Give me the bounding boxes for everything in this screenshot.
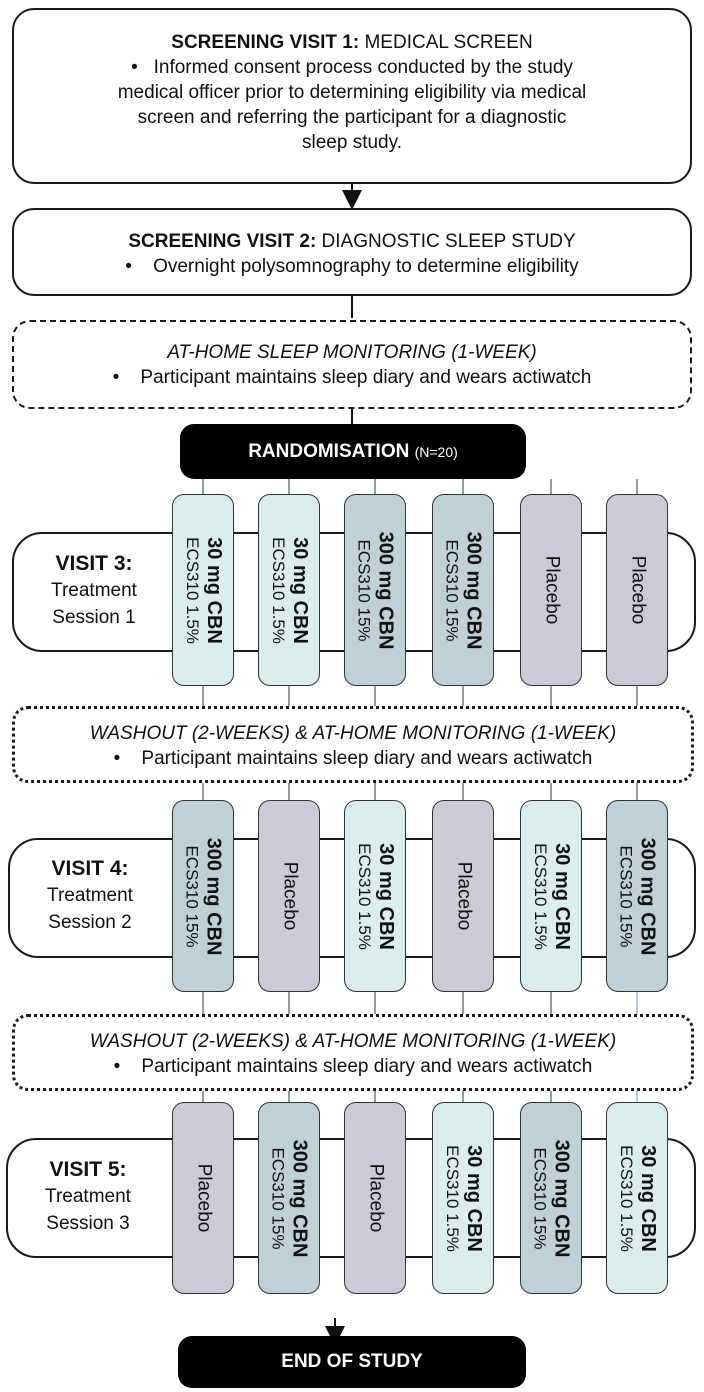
formulation-label: ECS310 1.5%: [530, 842, 550, 950]
treatment-pill-placebo: Placebo: [344, 1102, 406, 1294]
placebo-label: Placebo: [193, 1163, 215, 1233]
randomisation-n: (N=20): [414, 444, 458, 460]
treatment-pill-placebo: Placebo: [258, 800, 320, 992]
formulation-label: ECS310 1.5%: [442, 1144, 462, 1252]
treatment-pill-placebo: Placebo: [172, 1102, 234, 1294]
placebo-label: Placebo: [541, 555, 563, 625]
bullet: •: [125, 256, 132, 277]
visit-5-title: VISIT 5:: [49, 1158, 127, 1181]
bullet: •: [113, 1056, 121, 1077]
screening-visit-2-title: SCREENING VISIT 2:: [128, 231, 317, 252]
dose-label: 300 mg CBN: [374, 531, 397, 649]
screening-visit-1-line-4: sleep study.: [302, 132, 402, 153]
screening-visit-2-box: SCREENING VISIT 2: DIAGNOSTIC SLEEP STUD…: [12, 208, 692, 296]
dose-label: 30 mg CBN: [374, 842, 397, 950]
screening-visit-2-subtitle: DIAGNOSTIC SLEEP STUDY: [321, 231, 576, 252]
dose-label: 300 mg CBN: [202, 837, 225, 955]
washout-1-line: Participant maintains sleep diary and we…: [141, 748, 593, 769]
bullet: •: [131, 57, 138, 78]
at-home-monitoring-box: AT-HOME SLEEP MONITORING (1-WEEK) • Part…: [12, 320, 692, 409]
screening-visit-1-line-3: screen and referring the participant for…: [137, 107, 567, 128]
dose-label: 300 mg CBN: [288, 1139, 311, 1257]
formulation-label: ECS310 1.5%: [182, 536, 202, 644]
dose-label: 30 mg CBN: [462, 1144, 485, 1252]
dose-label: 30 mg CBN: [202, 536, 225, 644]
formulation-label: ECS310 15%: [530, 1146, 550, 1250]
placebo-label: Placebo: [365, 1163, 387, 1233]
formulation-label: ECS310 15%: [442, 538, 462, 642]
bullet: •: [112, 367, 120, 388]
formulation-label: ECS310 15%: [182, 844, 202, 948]
washout-2-line: Participant maintains sleep diary and we…: [141, 1056, 593, 1077]
formulation-label: ECS310 1.5%: [354, 842, 374, 950]
end-of-study-box: END OF STUDY: [178, 1336, 526, 1388]
screening-visit-1-box: SCREENING VISIT 1: MEDICAL SCREEN • Info…: [12, 8, 692, 184]
dose-label: 300 mg CBN: [462, 531, 485, 649]
dose-label: 300 mg CBN: [550, 1139, 573, 1257]
dose-label: 30 mg CBN: [550, 842, 573, 950]
screening-visit-1-subtitle: MEDICAL SCREEN: [364, 32, 533, 53]
visit-3-title: VISIT 3:: [55, 552, 133, 575]
end-of-study-label: END OF STUDY: [281, 1351, 423, 1372]
visit-5-line-2: Session 3: [46, 1213, 130, 1234]
visit-4-title: VISIT 4:: [51, 857, 129, 880]
washout-2-box: WASHOUT (2-WEEKS) & AT-HOME MONITORING (…: [12, 1014, 694, 1091]
visit-4-label: VISIT 4: Treatment Session 2: [20, 855, 160, 936]
formulation-label: ECS310 1.5%: [616, 1144, 636, 1252]
dose-label: 30 mg CBN: [636, 1144, 659, 1252]
formulation-label: ECS310 15%: [268, 1146, 288, 1250]
placebo-label: Placebo: [627, 555, 649, 625]
placebo-label: Placebo: [279, 861, 301, 931]
treatment-pill-placebo: Placebo: [606, 494, 668, 686]
washout-1-box: WASHOUT (2-WEEKS) & AT-HOME MONITORING (…: [12, 706, 694, 783]
pill-connectors: [202, 479, 638, 1102]
placebo-label: Placebo: [453, 861, 475, 931]
visit-5-label: VISIT 5: Treatment Session 3: [18, 1156, 158, 1237]
treatment-pill-placebo: Placebo: [520, 494, 582, 686]
formulation-label: ECS310 15%: [616, 844, 636, 948]
visit-4-line-1: Treatment: [47, 885, 133, 906]
formulation-label: ECS310 15%: [354, 538, 374, 642]
washout-1-title: WASHOUT (2-WEEKS) & AT-HOME MONITORING (…: [89, 723, 617, 744]
at-home-monitoring-line: Participant maintains sleep diary and we…: [140, 367, 592, 388]
washout-2-title: WASHOUT (2-WEEKS) & AT-HOME MONITORING (…: [89, 1031, 617, 1052]
bullet: •: [113, 748, 121, 769]
treatment-pill-placebo: Placebo: [432, 800, 494, 992]
screening-visit-2-line: Overnight polysomnography to determine e…: [153, 256, 579, 277]
dose-label: 30 mg CBN: [288, 536, 311, 644]
visit-3-label: VISIT 3: Treatment Session 1: [24, 550, 164, 631]
randomisation-label: RANDOMISATION: [248, 441, 410, 462]
screening-visit-1-line-1: Informed consent process conducted by th…: [153, 57, 573, 78]
visit-4-line-2: Session 2: [48, 912, 132, 933]
visit-3-line-1: Treatment: [51, 580, 137, 601]
formulation-label: ECS310 1.5%: [268, 536, 288, 644]
dose-label: 300 mg CBN: [636, 837, 659, 955]
screening-visit-1-line-2: medical officer prior to determining eli…: [117, 82, 587, 103]
at-home-monitoring-title: AT-HOME SLEEP MONITORING (1-WEEK): [167, 342, 537, 363]
randomisation-box: RANDOMISATION (N=20): [180, 424, 526, 479]
visit-5-line-1: Treatment: [45, 1186, 131, 1207]
visit-3-line-2: Session 1: [52, 607, 136, 628]
screening-visit-1-title: SCREENING VISIT 1:: [171, 32, 360, 53]
